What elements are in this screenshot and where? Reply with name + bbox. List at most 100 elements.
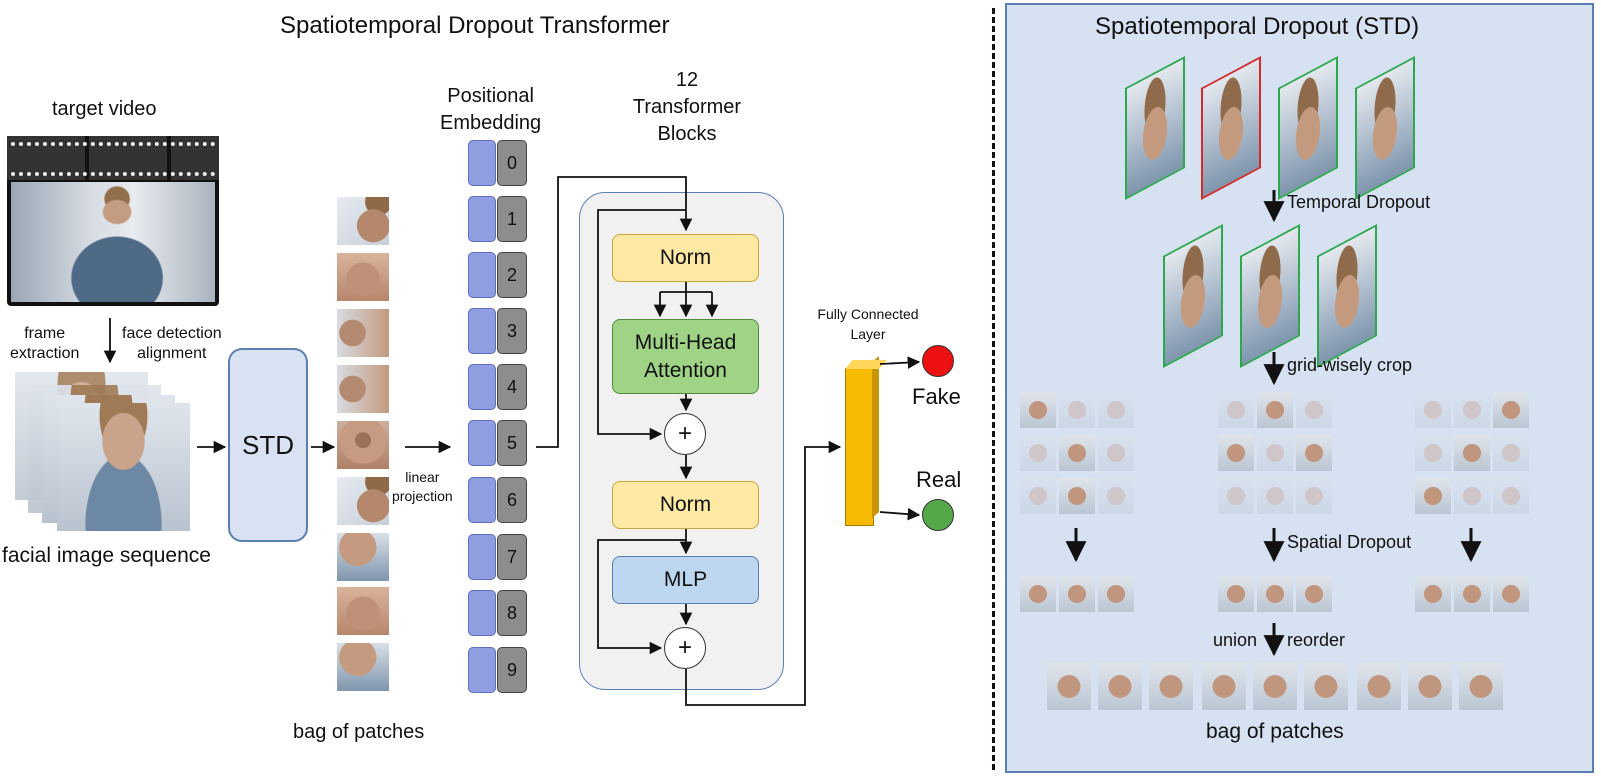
final-patch-0 (1047, 663, 1091, 710)
residual-add-1: + (664, 413, 706, 455)
patch-7 (337, 587, 389, 635)
selected-patch-1-1 (1059, 576, 1095, 612)
grid-2-cell-7 (1257, 478, 1293, 514)
patch-4 (337, 421, 389, 469)
grid-2-cell-5 (1296, 435, 1332, 471)
grid-2-cell-1 (1257, 392, 1293, 428)
grid-1-cell-7 (1059, 478, 1095, 514)
grid-3-cell-2 (1493, 392, 1529, 428)
union-label: union (1213, 630, 1258, 650)
linear-projection-label: linear projection (392, 469, 453, 504)
final-patch-4 (1253, 663, 1297, 710)
pos-embed-token-2 (468, 252, 496, 298)
final-patch-5 (1304, 663, 1348, 710)
target-video-label: target video (52, 98, 157, 120)
grid-2-cell-2 (1296, 392, 1332, 428)
pos-index-0: 0 (497, 140, 527, 186)
selected-patch-1-0 (1020, 576, 1056, 612)
patch-1 (337, 253, 389, 301)
final-patch-8 (1459, 663, 1503, 710)
facial-image (57, 403, 190, 531)
pos-index-3: 3 (497, 308, 527, 354)
grid-2-cell-6 (1218, 478, 1254, 514)
std-block-label: STD (242, 429, 294, 460)
fc-label: Fully Connected Layer (817, 306, 919, 342)
norm-label-1: Norm (659, 246, 712, 269)
grid-2-cell-0 (1218, 392, 1254, 428)
final-patch-7 (1408, 663, 1452, 710)
patch-3 (337, 365, 389, 413)
patch-6 (337, 533, 389, 581)
mlp-block: MLP (612, 556, 759, 604)
pos-embed-token-7 (468, 534, 496, 580)
patch-0 (337, 197, 389, 245)
real-node (922, 499, 954, 531)
grid-2-cell-4 (1257, 435, 1293, 471)
multi-head-attention-block: Multi-Head Attention (612, 319, 759, 394)
real-label: Real (916, 467, 962, 492)
grid-3-cell-4 (1454, 435, 1490, 471)
residual-skip-2 (597, 539, 686, 655)
grid-1-cell-1 (1059, 392, 1095, 428)
grid-1-cell-6 (1020, 478, 1056, 514)
grid-2-cell-3 (1218, 435, 1254, 471)
spatial-dropout-label: Spatial Dropout (1287, 532, 1412, 552)
pos-index-5: 5 (497, 420, 527, 466)
pos-embed-token-3 (468, 308, 496, 354)
grid-1-cell-5 (1098, 435, 1134, 471)
transformer-label: 12 Transformer Blocks (632, 69, 742, 145)
grid-1-cell-4 (1059, 435, 1095, 471)
pos-embed-token-0 (468, 140, 496, 186)
selected-patch-3-0 (1415, 576, 1451, 612)
pos-embed-token-8 (468, 590, 496, 636)
pos-index-7: 7 (497, 534, 527, 580)
face-detection-label: face detection alignment (122, 325, 222, 362)
final-patch-1 (1098, 663, 1142, 710)
mha-label: Multi-Head Attention (634, 330, 737, 382)
std-block: STD (228, 348, 308, 542)
grid-3-cell-5 (1493, 435, 1529, 471)
video-still-image (11, 182, 215, 302)
facial-sequence-label: facial image sequence (2, 544, 211, 567)
bag-of-patches-label: bag of patches (293, 721, 425, 743)
arrow-fc-to-real (879, 507, 921, 521)
selected-patch-1-2 (1098, 576, 1134, 612)
residual-skip-1 (597, 209, 686, 441)
grid-3-cell-0 (1415, 392, 1451, 428)
pos-index-2: 2 (497, 252, 527, 298)
plus-symbol-2: + (677, 634, 692, 661)
grid-1-cell-0 (1020, 392, 1056, 428)
section-divider (992, 8, 995, 770)
arrow-fc-to-fake (879, 356, 921, 369)
pos-embed-token-6 (468, 477, 496, 523)
grid-2-cell-8 (1296, 478, 1332, 514)
grid-1-cell-8 (1098, 478, 1134, 514)
frame-extraction-label: frame extraction (10, 325, 80, 362)
pos-embed-token-1 (468, 196, 496, 242)
reorder-label: reorder (1287, 630, 1346, 650)
selected-patch-2-0 (1218, 576, 1254, 612)
pos-index-4: 4 (497, 364, 527, 410)
grid-3-cell-1 (1454, 392, 1490, 428)
grid-3-cell-7 (1454, 478, 1490, 514)
final-patch-6 (1357, 663, 1401, 710)
fake-label: Fake (912, 384, 961, 409)
residual-add-2: + (664, 627, 706, 669)
final-patch-2 (1149, 663, 1193, 710)
grid-1-cell-3 (1020, 435, 1056, 471)
pos-embed-token-9 (468, 647, 496, 693)
positional-embedding-label: Positional Embedding (440, 85, 542, 134)
pos-embed-token-5 (468, 420, 496, 466)
patch-5 (337, 477, 389, 525)
norm-block-1: Norm (612, 234, 759, 282)
selected-patch-3-2 (1493, 576, 1529, 612)
patch-8 (337, 643, 389, 691)
grid-3-cell-3 (1415, 435, 1451, 471)
target-video-frame (7, 136, 219, 306)
grid-1-cell-2 (1098, 392, 1134, 428)
arrow-embed-to-transformer (536, 176, 693, 448)
temporal-dropout-label: Temporal Dropout (1287, 192, 1431, 212)
norm-label-2: Norm (659, 493, 712, 516)
film-strip-top (7, 136, 219, 180)
